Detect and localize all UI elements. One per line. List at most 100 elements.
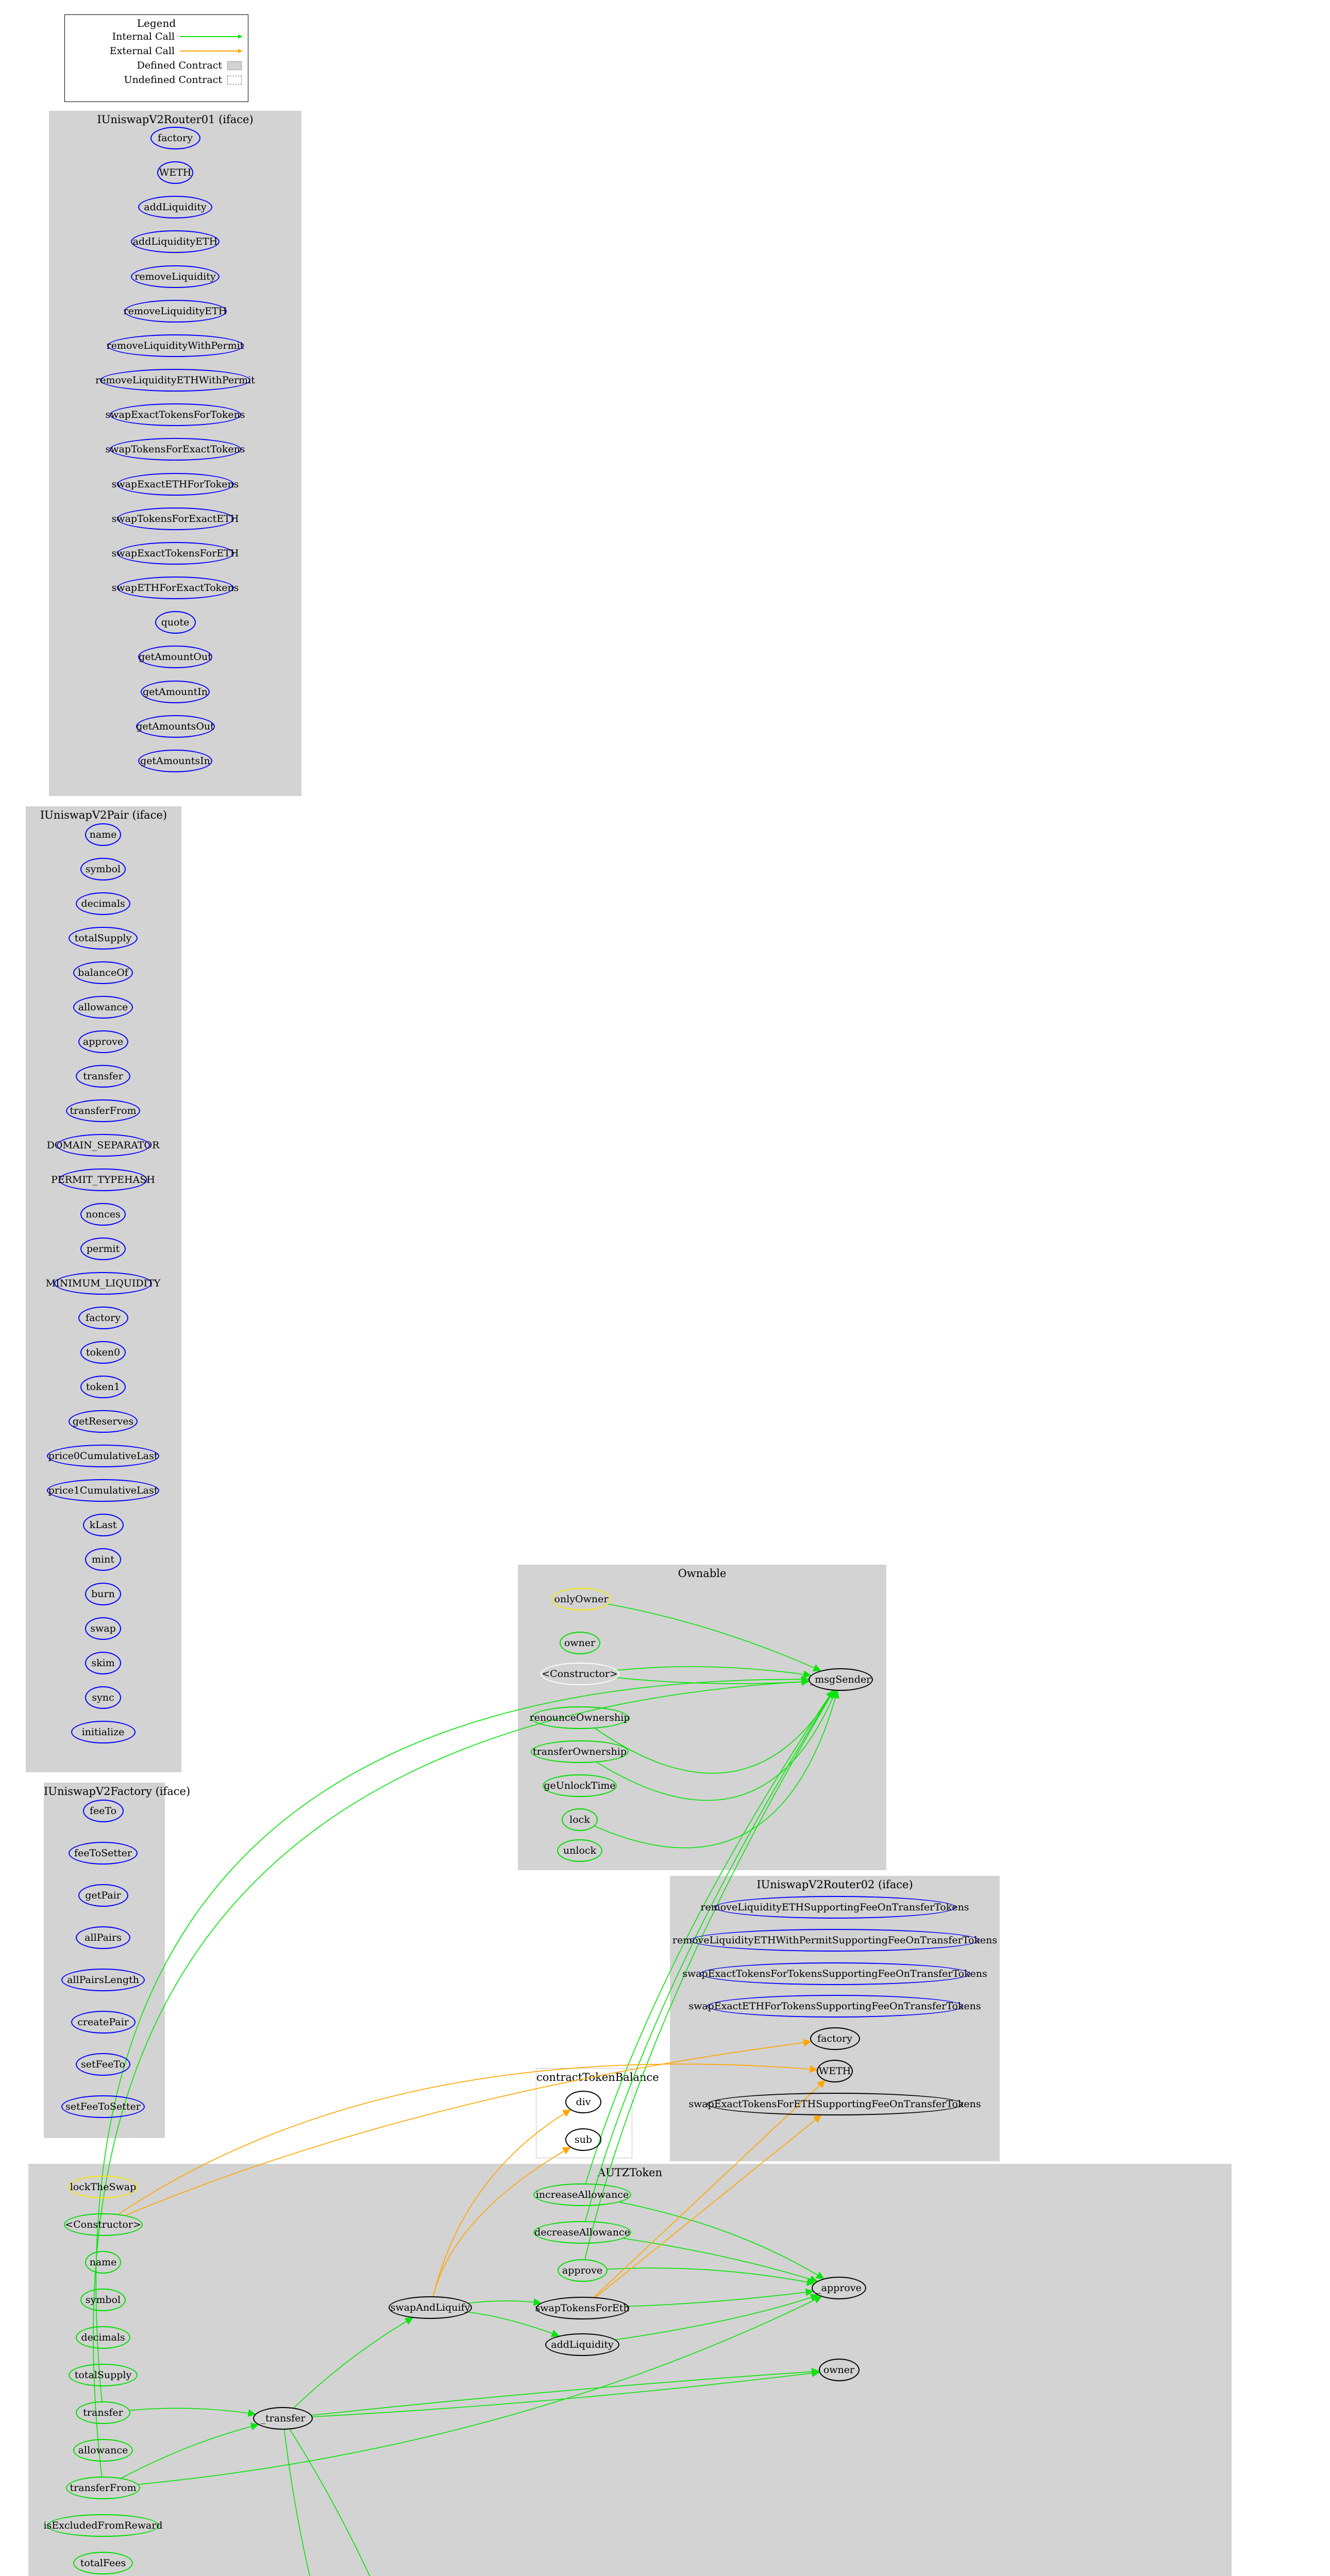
legend-undefined-contract: Undefined Contract: [65, 73, 248, 87]
node-f:allPairsLength: allPairsLength: [61, 1969, 145, 1991]
node-p:kLast: kLast: [82, 1514, 124, 1536]
node-r1:swapExactETHForTokens: swapExactETHForTokens: [112, 473, 239, 496]
cluster-title-p: IUniswapV2Pair (iface): [40, 809, 167, 821]
node-r1:getAmountOut: getAmountOut: [138, 646, 212, 668]
node-p:decimals: decimals: [76, 892, 130, 915]
node-ow:unlock: unlock: [557, 1839, 602, 1862]
cluster-title-ow: Ownable: [678, 1567, 727, 1580]
edge-a:decreaseAllowance->a:_approve: [624, 2238, 818, 2283]
node-r2:swapExactTokensForETHSupportingFeeOnTransferTokens: swapExactTokensForETHSupportingFeeOnTran…: [688, 2093, 981, 2115]
node-p:swap: swap: [85, 1617, 121, 1640]
node-p:symbol: symbol: [80, 858, 126, 880]
node-a:owner: owner: [818, 2359, 860, 2381]
node-a:_approve: _approve: [812, 2277, 866, 2299]
node-ctb:div: div: [565, 2091, 601, 2113]
node-ow:_msgSender: _msgSender: [808, 1668, 873, 1691]
node-a:decimals: decimals: [76, 2326, 130, 2349]
edge-a:swapAndLiquify->a:addLiquidity: [468, 2312, 560, 2337]
node-a:addLiquidity: addLiquidity: [545, 2333, 619, 2356]
node-r2:swapExactTokensForTokensSupportingFeeOnTransferTokens: swapExactTokensForTokensSupportingFeeOnT…: [682, 1962, 987, 1985]
node-ow:transferOwnership: transferOwnership: [531, 1740, 629, 1763]
node-f:feeTo: feeTo: [82, 1800, 124, 1822]
edge-a:swapAndLiquify->ctb:sub: [432, 2147, 571, 2297]
node-a:totalSupply: totalSupply: [69, 2364, 138, 2386]
node-r1:addLiquidity: addLiquidity: [138, 196, 212, 218]
node-a:swapAndLiquify: swapAndLiquify: [389, 2296, 472, 2319]
edge-a:_transfer->a:owner: [312, 2369, 820, 2417]
node-a:allowance: allowance: [73, 2439, 133, 2462]
node-f:createPair: createPair: [71, 2011, 136, 2033]
edge-ow:lock->ow:_msgSender: [594, 1690, 839, 1849]
legend-title: Legend: [137, 17, 176, 29]
node-r1:removeLiquidityWithPermit: removeLiquidityWithPermit: [107, 334, 244, 357]
node-r1:removeLiquidityETH: removeLiquidityETH: [124, 300, 227, 323]
node-ctb:sub: sub: [565, 2128, 601, 2151]
defined-contract-swatch-icon: [227, 61, 242, 70]
node-p:price1CumulativeLast: price1CumulativeLast: [47, 1479, 159, 1502]
node-ow:renounceOwnership: renounceOwnership: [530, 1706, 630, 1729]
edge-a:transfer->ow:_msgSender: [95, 1675, 810, 2402]
edge-ow:ctor->ow:_msgSender: [617, 1666, 812, 1679]
edge-a:_transfer->a:balanceOf: [283, 2429, 310, 2576]
node-a:name: name: [85, 2251, 121, 2274]
edge-a:_transfer->a:swapAndLiquify: [293, 2317, 413, 2409]
edge-a:approve->a:_approve: [607, 2267, 815, 2286]
node-r1:swapTokensForExactETH: swapTokensForExactETH: [112, 507, 239, 530]
node-p:price0CumulativeLast: price0CumulativeLast: [47, 1445, 159, 1467]
node-f:allPairs: allPairs: [76, 1926, 130, 1949]
edge-a:swapAndLiquify->ctb:div: [432, 2109, 571, 2297]
internal-call-line-icon: [180, 35, 243, 39]
edge-a:transferFrom->a:_transfer: [121, 2422, 259, 2479]
cluster-title-r2: IUniswapV2Router02 (iface): [756, 1878, 913, 1891]
node-r1:factory: factory: [150, 127, 200, 149]
node-f:setFeeTo: setFeeTo: [76, 2053, 130, 2076]
edge-a:swapAndLiquify->a:swapTokensForEth: [468, 2298, 542, 2306]
node-r1:getAmountsIn: getAmountsIn: [138, 750, 212, 772]
node-f:getPair: getPair: [78, 1884, 128, 1907]
node-ow:owner: owner: [559, 1632, 600, 1654]
node-p:initialize: initialize: [71, 1721, 136, 1743]
external-call-line-icon: [180, 49, 243, 53]
edge-a:swapTokensForEth->r2:swapExactTokensForETHSupportingFeeOnTransferTokens: [595, 2114, 822, 2298]
node-p:totalSupply: totalSupply: [69, 927, 138, 950]
node-r1:removeLiquidity: removeLiquidity: [131, 265, 220, 288]
node-p:name: name: [85, 823, 121, 846]
node-r1:quote: quote: [155, 611, 196, 634]
node-a:swapTokensForEth: swapTokensForEth: [535, 2297, 630, 2319]
node-a:transfer: transfer: [76, 2401, 130, 2424]
edge-a:_transfer->a:owner: [311, 2367, 820, 2416]
node-ow:onlyOwner: onlyOwner: [551, 1588, 611, 1611]
node-ow:ctor: <Constructor>: [540, 1663, 619, 1685]
node-p:skim: skim: [85, 1652, 121, 1674]
node-p:transfer: transfer: [76, 1065, 130, 1088]
node-p:DOMAIN_SEPARATOR: DOMAIN_SEPARATOR: [47, 1134, 159, 1157]
edge-a:transferFrom->a:_approve: [138, 2296, 822, 2485]
edge-ow:onlyOwner->ow:_msgSender: [608, 1603, 821, 1672]
node-p:sync: sync: [85, 1686, 121, 1709]
node-ow:lock: lock: [562, 1808, 598, 1831]
legend-external-call: External Call: [65, 44, 248, 58]
node-p:MINIMUM_LIQUIDITY: MINIMUM_LIQUIDITY: [46, 1272, 160, 1295]
node-a:lockTheSwap: lockTheSwap: [69, 2176, 138, 2198]
node-p:approve: approve: [78, 1030, 128, 1053]
node-r1:WETH: WETH: [157, 161, 193, 184]
node-r1:swapETHForExactTokens: swapETHForExactTokens: [112, 577, 239, 599]
edge-a:swapTokensForEth->a:_approve: [628, 2288, 814, 2307]
node-f:setFeeToSetter: setFeeToSetter: [61, 2095, 145, 2118]
edge-a:approve->ow:_msgSender: [584, 1690, 834, 2260]
node-p:permit: permit: [80, 1238, 126, 1260]
legend-internal-call: Internal Call: [65, 29, 248, 44]
node-r1:swapExactTokensForTokens: swapExactTokensForTokens: [105, 403, 245, 426]
node-a:ctor: <Constructor>: [63, 2213, 143, 2236]
node-r1:addLiquidityETH: addLiquidityETH: [131, 230, 220, 253]
edge-ow:renounceOwnership->ow:_msgSender: [595, 1690, 834, 1774]
node-p:factory: factory: [78, 1307, 128, 1329]
node-r1:swapTokensForExactTokens: swapTokensForExactTokens: [105, 438, 245, 461]
node-p:burn: burn: [85, 1583, 121, 1605]
node-a:_transfer: _transfer: [253, 2407, 313, 2430]
edge-ow:ctor->ow:_msgSender: [617, 1677, 810, 1686]
node-p:getReserves: getReserves: [69, 1410, 138, 1433]
node-p:transferFrom: transferFrom: [66, 1099, 140, 1122]
